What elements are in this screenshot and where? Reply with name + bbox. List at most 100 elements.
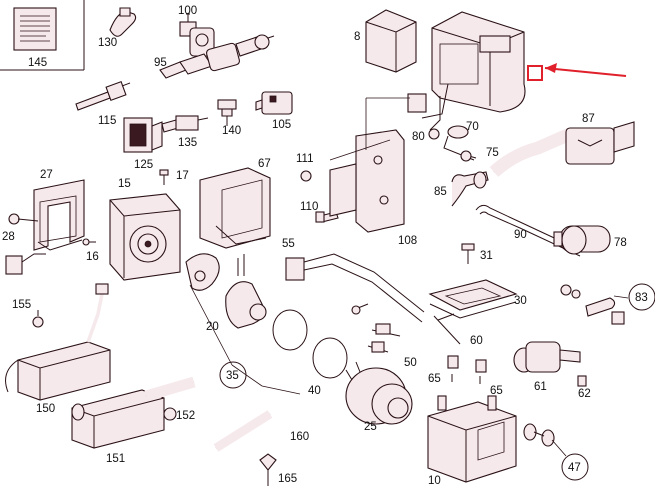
heater-body — [407, 11, 526, 131]
label-140: 140 — [222, 125, 241, 137]
label-61: 61 — [534, 381, 547, 393]
bracket-67 — [199, 167, 271, 249]
burner-25 — [345, 361, 413, 425]
glow-plug-50 — [351, 303, 401, 353]
label-31: 31 — [480, 250, 493, 262]
label-152: 152 — [176, 410, 195, 422]
label-130: 130 — [98, 37, 117, 49]
label-100: 100 — [178, 5, 197, 17]
label-87: 87 — [582, 113, 595, 125]
label-70: 70 — [466, 121, 479, 133]
pump-78 — [553, 225, 611, 255]
callout-circle-47 — [561, 453, 589, 481]
label-150: 150 — [36, 403, 55, 415]
plate-30 — [428, 279, 518, 319]
label-17: 17 — [176, 170, 189, 182]
label-165: 165 — [278, 473, 297, 485]
label-95: 95 — [154, 57, 167, 69]
fittings-65 — [447, 355, 487, 384]
screw-155 — [32, 310, 44, 328]
label-105: 105 — [272, 119, 291, 131]
document-icon — [13, 7, 57, 51]
label-151: 151 — [106, 453, 125, 465]
label-16: 16 — [86, 251, 99, 263]
nut-111 — [300, 170, 312, 182]
label-20: 20 — [206, 321, 219, 333]
cover-8 — [365, 9, 417, 73]
label-55: 55 — [282, 238, 295, 250]
highlight-arrow — [527, 63, 627, 81]
label-90: 90 — [514, 229, 527, 241]
label-78: 78 — [614, 237, 627, 249]
label-110: 110 — [300, 201, 318, 213]
screw-17 — [159, 169, 169, 185]
label-160: 160 — [290, 431, 309, 443]
label-25: 25 — [364, 421, 377, 433]
label-65a: 65 — [428, 373, 441, 385]
label-10: 10 — [428, 475, 441, 487]
pin-16 — [82, 238, 96, 246]
label-50: 50 — [404, 357, 417, 369]
label-67: 67 — [258, 158, 271, 170]
bolt-140 — [217, 99, 237, 126]
washers-83 — [560, 284, 625, 325]
label-145: 145 — [28, 57, 47, 69]
muffler-150 — [5, 283, 111, 401]
bolt-31 — [461, 243, 475, 264]
connector-125 — [123, 117, 163, 153]
screw-62 — [577, 375, 587, 387]
connector-95 — [159, 34, 275, 79]
clamp-152 — [163, 407, 177, 421]
label-108: 108 — [398, 235, 417, 247]
label-15: 15 — [118, 178, 131, 190]
pipe-85 — [451, 171, 489, 207]
pipe-90 — [475, 204, 581, 257]
sensor-100 — [179, 13, 215, 57]
tube-160 — [213, 410, 273, 452]
bracket-108 — [329, 129, 405, 233]
motor-20 — [225, 254, 267, 329]
part-labels: 8 10 15 16 17 20 25 27 28 30 31 35 40 47… — [2, 5, 648, 487]
screw-28 — [8, 213, 39, 225]
label-155: 155 — [12, 299, 31, 311]
label-135: 135 — [178, 137, 197, 149]
valve-61 — [513, 341, 581, 373]
pin-60 — [433, 313, 461, 345]
callout-circle-83 — [628, 283, 655, 311]
plug-16-left — [5, 253, 46, 275]
screw-75 — [460, 150, 477, 162]
exhaust-pipe-87 — [489, 121, 635, 177]
label-28: 28 — [2, 231, 15, 243]
plate-20-top — [185, 253, 220, 291]
label-125: 125 — [134, 159, 153, 171]
label-62: 62 — [578, 388, 591, 400]
clamp-165 — [259, 453, 277, 486]
label-60: 60 — [470, 335, 483, 347]
callout-circle-35 — [219, 361, 247, 389]
label-65b: 65 — [490, 385, 503, 397]
nut-80 — [428, 128, 440, 140]
plug-135 — [161, 115, 209, 133]
legend-box: 145 — [0, 0, 85, 71]
connector-105 — [255, 91, 293, 115]
label-47: 47 — [568, 462, 581, 474]
label-35: 35 — [226, 370, 239, 382]
label-30: 30 — [514, 295, 527, 307]
label-27: 27 — [40, 169, 53, 181]
label-8: 8 — [354, 31, 360, 43]
control-unit-10 — [427, 395, 517, 483]
plug-47 — [523, 423, 555, 447]
leader-lines — [189, 97, 629, 457]
bracket-27 — [33, 179, 85, 251]
label-80: 80 — [412, 131, 425, 143]
label-40: 40 — [308, 385, 321, 397]
label-115: 115 — [98, 115, 116, 127]
ring-40 — [272, 309, 348, 379]
clamp-130 — [109, 7, 137, 37]
label-85: 85 — [434, 186, 447, 198]
label-83: 83 — [635, 292, 648, 304]
connector-55 — [285, 253, 425, 323]
label-111: 111 — [296, 153, 313, 165]
